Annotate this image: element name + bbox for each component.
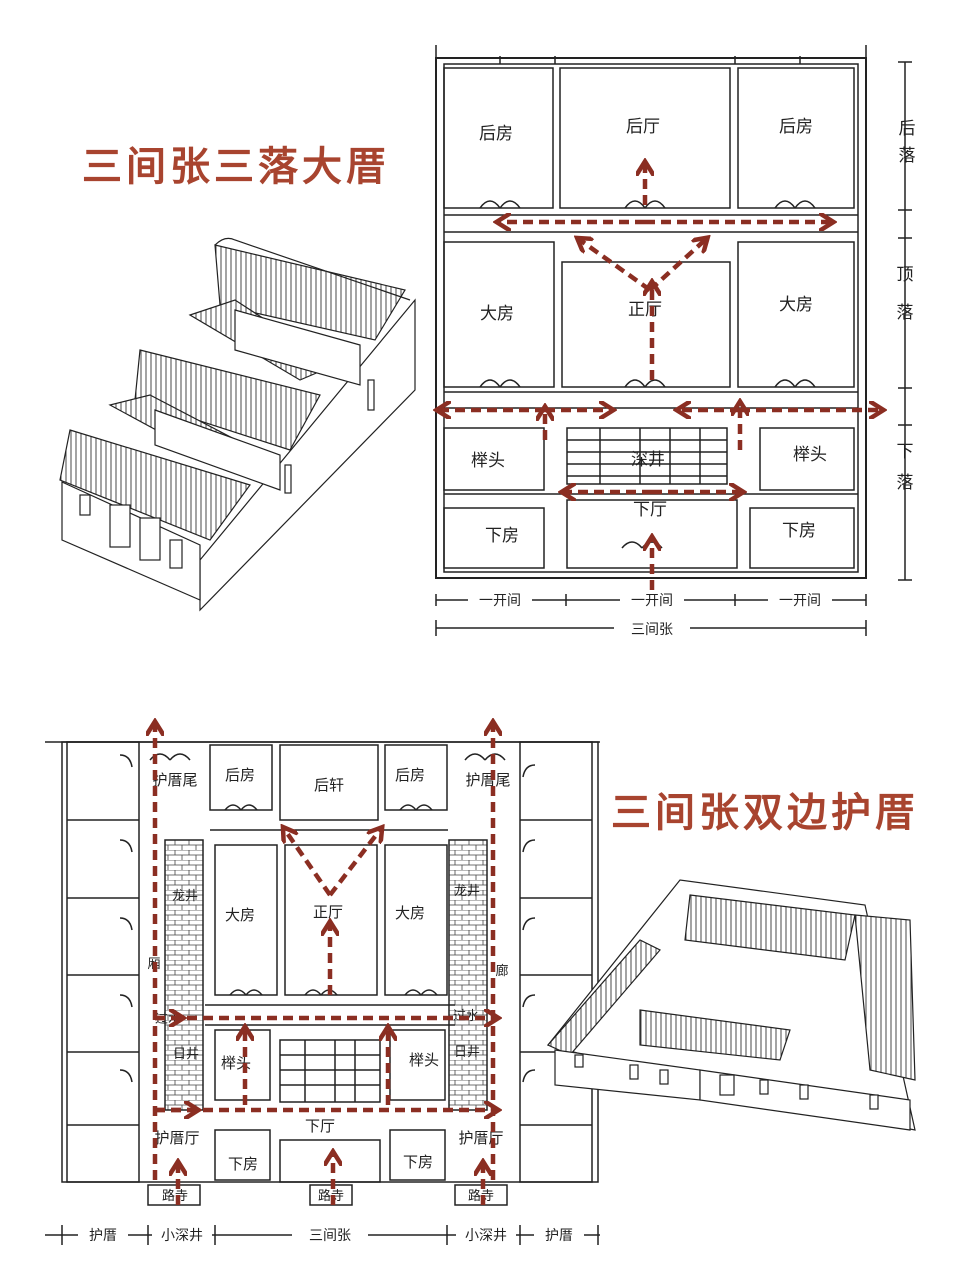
label-da-fang-left-2: 大房 <box>225 906 255 924</box>
label-jian-tou-right-2: 榉头 <box>409 1051 439 1069</box>
sketch-hucuo-perspective <box>546 879 916 1131</box>
dim-bay-mid: 一开间 <box>631 593 673 609</box>
label-xia-fang-right: 下房 <box>782 521 816 541</box>
dim-xiao-shen-jing-right: 小深井 <box>465 1228 507 1244</box>
label-da-fang-left: 大房 <box>480 304 514 324</box>
dim-hu-cuo-left: 护厝 <box>89 1228 117 1244</box>
label-lu-si-left: 路寺 <box>162 1188 188 1204</box>
label-hou-fang-left-2: 后房 <box>225 766 255 784</box>
court-shen-jing <box>566 427 728 485</box>
label-hu-cuo-wei-right: 护厝尾 <box>465 771 510 789</box>
room-da-fang-left <box>443 241 555 388</box>
title-sanjianzhang-sanluo: 三间张三落大厝 <box>82 143 390 190</box>
label-jian-tou-right: 榉头 <box>793 445 827 465</box>
dim-bay-right: 一开间 <box>779 593 821 609</box>
label-long-jing-left: 龙井 <box>172 889 198 904</box>
label-da-fang-right: 大房 <box>779 295 813 315</box>
room-xia-fang-left <box>443 507 545 569</box>
label-xia-ting: 下厅 <box>633 500 667 520</box>
label-ri-jing-left: 日井 <box>173 1047 199 1062</box>
label-xia-luo-2: 落 <box>897 473 914 493</box>
label-hou-luo-1: 后 <box>899 119 916 139</box>
room-jian-tou-left <box>443 427 545 491</box>
label-ri-jing-right: 日井 <box>454 1045 480 1060</box>
circulation-arrows-2 <box>155 725 495 1205</box>
label-ding-luo-1: 顶 <box>897 265 914 285</box>
label-jian-tou-left: 榉头 <box>471 451 505 471</box>
room-xia-fang-right <box>749 507 855 569</box>
sketch-sanluo-perspective <box>59 237 416 612</box>
label-hou-fang-right: 后房 <box>779 117 813 137</box>
title-sanjianzhang-shuangbian-hucuo: 三间张双边护厝 <box>611 789 919 836</box>
label-hou-fang-right-2: 后房 <box>395 766 425 784</box>
room-zheng-ting <box>561 261 731 388</box>
label-xia-fang-left: 下房 <box>485 526 519 546</box>
label-hu-cuo-ting-right: 护厝厅 <box>458 1129 503 1147</box>
label-xia-luo-1: 下 <box>897 442 914 462</box>
plan-shuangbian-hucuo <box>45 741 600 1245</box>
label-hou-luo-2: 落 <box>899 146 916 166</box>
label-lang-right: 廊 <box>495 963 508 979</box>
dim-total: 三间张 <box>631 622 673 638</box>
label-xia-ting-2: 下厅 <box>305 1117 335 1135</box>
room-hou-fang-right <box>737 67 855 209</box>
label-zheng-ting-2: 正厅 <box>313 903 343 921</box>
label-long-jing-right: 龙井 <box>454 884 480 899</box>
label-hou-xuan: 后轩 <box>314 776 344 794</box>
dim-hu-cuo-right: 护厝 <box>545 1228 573 1244</box>
label-shen-jing: 深井 <box>631 450 665 470</box>
dim-total-2: 三间张 <box>309 1228 351 1244</box>
label-xia-fang-left-2: 下房 <box>228 1155 258 1173</box>
label-xia-fang-right-2: 下房 <box>403 1153 433 1171</box>
dim-xiao-shen-jing-left: 小深井 <box>161 1228 203 1244</box>
room-da-fang-right <box>737 241 855 388</box>
label-hou-ting: 后厅 <box>626 117 660 137</box>
label-da-fang-right-2: 大房 <box>395 904 425 922</box>
room-jian-tou-right <box>759 427 855 491</box>
label-hou-fang-left: 后房 <box>479 124 513 144</box>
room-hou-fang-left <box>443 67 554 209</box>
dim-bay-left: 一开间 <box>479 593 521 609</box>
circulation-arrows-1 <box>440 165 880 590</box>
label-hu-cuo-wei-left: 护厝尾 <box>152 771 197 789</box>
label-zheng-ting: 正厅 <box>628 300 662 320</box>
label-ding-luo-2: 落 <box>897 303 914 323</box>
label-hu-cuo-ting-left: 护厝厅 <box>154 1129 199 1147</box>
